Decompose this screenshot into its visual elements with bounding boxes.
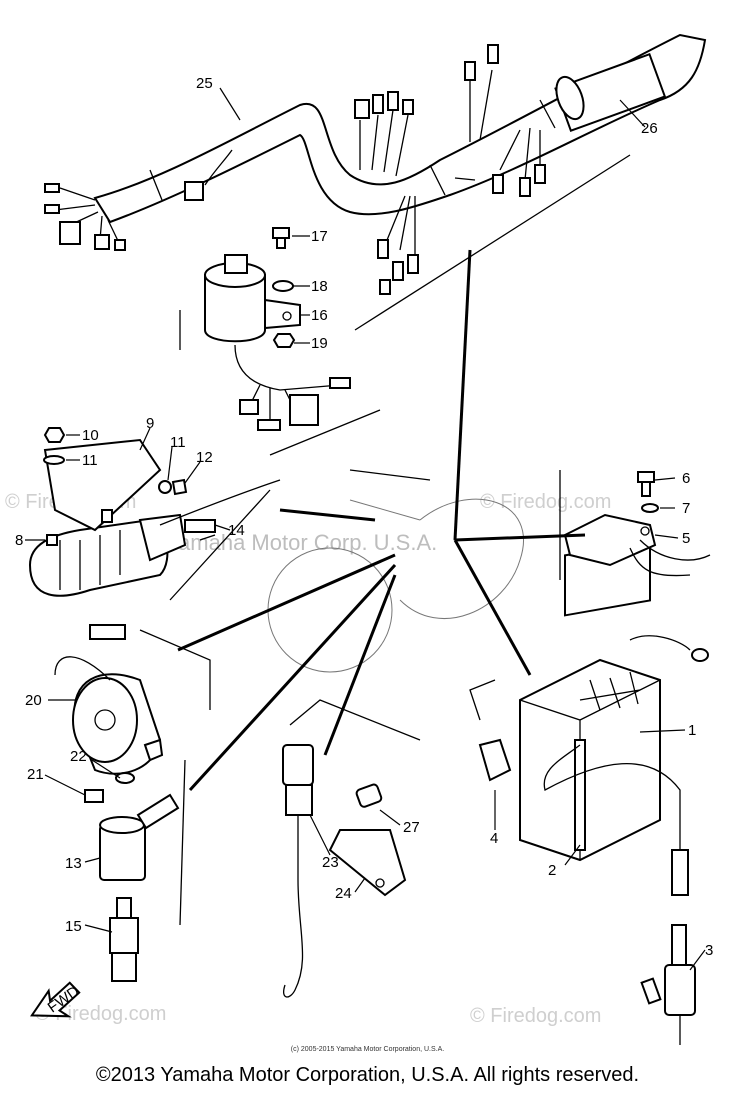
plug-cap bbox=[99, 793, 180, 881]
fuse-holder-3 bbox=[640, 924, 696, 1045]
callout-4: 4 bbox=[490, 830, 498, 847]
neutral-switch bbox=[282, 699, 421, 998]
callout-9: 9 bbox=[146, 415, 154, 432]
watermark-firedog-bottom-right: © Firedog.com bbox=[470, 1005, 601, 1027]
leader-lines bbox=[139, 249, 586, 926]
washer-7 bbox=[641, 503, 659, 513]
spark-plug bbox=[109, 897, 139, 982]
callout-3: 3 bbox=[705, 942, 713, 959]
callout-25: 25 bbox=[196, 75, 213, 92]
fine-print: (c) 2005-2015 Yamaha Motor Corporation, … bbox=[290, 1046, 445, 1053]
screw-12 bbox=[171, 478, 188, 496]
callout-1: 1 bbox=[688, 722, 696, 739]
callout-8: 8 bbox=[15, 532, 23, 549]
magneto bbox=[54, 624, 164, 775]
screw-21 bbox=[84, 789, 104, 803]
battery-band-4 bbox=[478, 738, 512, 782]
callout-6: 6 bbox=[682, 470, 690, 487]
watermark-firedog-bottom-left: © Firedog.com bbox=[35, 1003, 166, 1025]
callout-14: 14 bbox=[228, 522, 245, 539]
callout-19: 19 bbox=[311, 335, 328, 352]
rectifier bbox=[563, 513, 711, 577]
callout-21: 21 bbox=[27, 766, 44, 783]
callout-12: 12 bbox=[196, 449, 213, 466]
callout-24: 24 bbox=[335, 885, 352, 902]
callout-23: 23 bbox=[322, 854, 339, 871]
callout-7: 7 bbox=[682, 500, 690, 517]
callout-leaders bbox=[25, 87, 706, 971]
copyright-notice: ©2013 Yamaha Motor Corporation, U.S.A. A… bbox=[95, 1064, 640, 1086]
screw-17 bbox=[272, 227, 290, 249]
callout-5: 5 bbox=[682, 530, 690, 547]
frame-outline bbox=[267, 498, 524, 673]
watermark-yamaha: Yamaha Motor Corp. U.S.A. bbox=[165, 530, 437, 555]
handlebar-harness bbox=[44, 33, 707, 331]
nut-10 bbox=[43, 427, 66, 443]
callout-26: 26 bbox=[641, 120, 658, 137]
callout-17: 17 bbox=[311, 228, 328, 245]
callout-labels: 25 26 17 18 16 19 10 11 9 11 12 14 8 20 … bbox=[15, 75, 713, 959]
ignition-coil bbox=[28, 438, 281, 597]
callout-11-right: 11 bbox=[170, 434, 186, 451]
callout-18: 18 bbox=[311, 278, 328, 295]
callout-20: 20 bbox=[25, 692, 42, 709]
callout-15: 15 bbox=[65, 918, 82, 935]
washer-11-left bbox=[43, 455, 65, 465]
washer-18 bbox=[272, 280, 294, 292]
washer-22 bbox=[115, 772, 135, 784]
callout-16: 16 bbox=[311, 307, 328, 324]
washer-11-right bbox=[158, 480, 172, 494]
battery bbox=[469, 539, 709, 862]
watermark-firedog-right: © Firedog.com bbox=[480, 491, 611, 513]
callout-13: 13 bbox=[65, 855, 82, 872]
callout-27: 27 bbox=[403, 819, 420, 836]
callout-11-left: 11 bbox=[82, 452, 98, 469]
main-switch bbox=[179, 254, 381, 456]
callout-2: 2 bbox=[548, 862, 556, 879]
nut-19 bbox=[272, 333, 296, 348]
battery-lead-fuse bbox=[543, 744, 689, 896]
callout-22: 22 bbox=[70, 748, 87, 765]
callout-10: 10 bbox=[82, 427, 99, 444]
screw-6 bbox=[637, 471, 655, 497]
